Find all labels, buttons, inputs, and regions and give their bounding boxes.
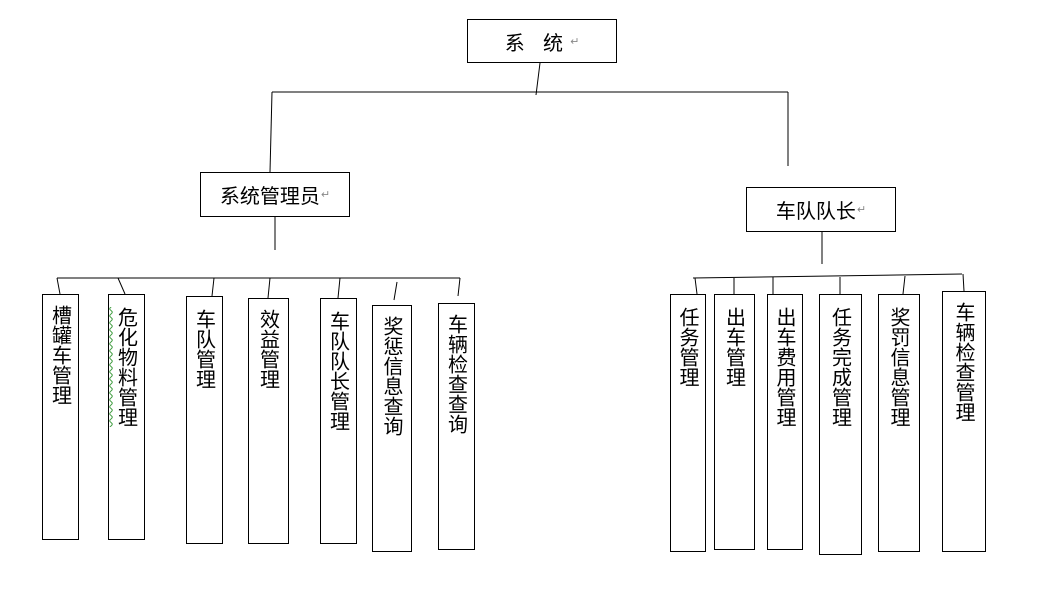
node-reward-penalty-query: 奖惩信息查询: [372, 305, 412, 552]
node-vehicle-inspection-query-label: 车辆检查查询: [444, 314, 469, 434]
node-benefit-management-label: 效益管理: [256, 309, 281, 389]
node-reward-penalty-query-label: 奖惩信息查询: [380, 316, 404, 436]
node-fleet-captain-label: 车队队长: [775, 199, 856, 223]
node-fleet-management: 车队管理: [186, 296, 223, 544]
paragraph-mark: ↵: [570, 34, 580, 48]
node-dispatch-cost-management: 出车费用管理: [767, 294, 803, 550]
paragraph-mark: ↵: [320, 188, 331, 201]
node-tanker-management: 槽罐车管理: [42, 294, 79, 540]
node-captain-management-label: 车队队长管理: [326, 311, 351, 431]
node-fleet-captain: 车队队长↵: [746, 187, 896, 232]
node-benefit-management: 效益管理: [248, 298, 289, 544]
node-reward-penalty-management-label: 奖罚信息管理: [887, 307, 911, 427]
root-node-label: 系 统: [504, 30, 570, 55]
node-dispatch-cost-management-label: 出车费用管理: [773, 307, 797, 427]
node-vehicle-inspection-management: 车辆检查管理: [942, 291, 986, 552]
node-dispatch-management: 出车管理: [714, 294, 755, 550]
node-task-completion-management: 任务完成管理: [819, 294, 862, 555]
root-node: 系 统↵: [467, 19, 617, 63]
node-system-admin: 系统管理员↵: [200, 172, 350, 217]
node-task-completion-management-label: 任务完成管理: [828, 307, 853, 427]
node-captain-management: 车队队长管理: [320, 298, 357, 544]
node-vehicle-inspection-management-label: 车辆检查管理: [952, 302, 976, 422]
node-reward-penalty-management: 奖罚信息管理: [878, 294, 920, 552]
node-fleet-management-label: 车队管理: [192, 309, 217, 389]
node-system-admin-label: 系统管理员: [219, 184, 320, 208]
paragraph-mark: ↵: [856, 203, 867, 216]
node-task-management-label: 任务管理: [676, 307, 700, 387]
node-dispatch-management-label: 出车管理: [722, 307, 747, 387]
node-tanker-management-label: 槽罐车管理: [48, 305, 73, 405]
node-vehicle-inspection-query: 车辆检查查询: [438, 303, 475, 550]
node-hazmat-management: 危化物料管理: [108, 294, 145, 540]
node-task-management: 任务管理: [670, 294, 706, 552]
node-hazmat-management-label: 危化物料管理: [114, 307, 139, 427]
